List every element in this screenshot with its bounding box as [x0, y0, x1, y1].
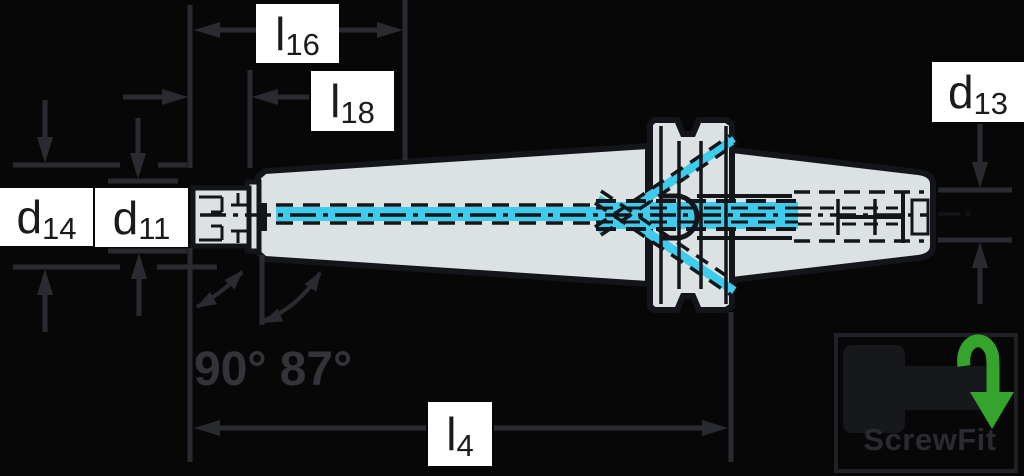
screwfit-wordmark: ScrewFit	[863, 422, 997, 457]
taper-small-dashes	[798, 206, 898, 226]
angle-values: 90° 87°	[194, 346, 352, 394]
taper-end-socket	[910, 198, 930, 236]
label-l4-base: l	[446, 408, 457, 460]
label-d13-base: d	[947, 66, 974, 118]
label-l18-sub: 18	[340, 94, 375, 130]
dimension-arrowheads	[37, 22, 988, 436]
dimensions	[13, 0, 1012, 462]
angle-90: 90°	[194, 343, 267, 396]
logo-holder-silhouette-nose	[898, 366, 988, 410]
dimension-shafts	[42, 27, 983, 431]
logo-holder-silhouette	[843, 345, 905, 433]
label-d14-base: d	[16, 191, 43, 243]
label-l18-base: l	[330, 75, 341, 127]
diameter-limit-lines	[13, 162, 1012, 270]
section-details	[199, 126, 970, 304]
bore-edge-dashes-wide	[596, 199, 798, 231]
extension-lines	[187, 0, 734, 462]
label-l4-sub: 4	[456, 427, 474, 463]
bore-walls	[697, 194, 792, 240]
label-d11-sub: 11	[138, 211, 171, 246]
screwfit-double-arrow-icon	[957, 334, 1000, 394]
nose-thread-lines	[199, 193, 248, 243]
angle-leaders	[196, 270, 322, 323]
label-l16-base: l	[275, 7, 286, 60]
angle-87: 87°	[279, 343, 353, 396]
screwfit-arrowhead-icon	[970, 392, 1014, 429]
label-d11-base: d	[112, 191, 139, 244]
logo-border	[834, 333, 1018, 473]
screwfit-logo	[834, 333, 1018, 473]
diagonal-channel-dashes	[594, 133, 738, 297]
bore-plug	[258, 203, 267, 231]
bore-inner-dashes	[596, 206, 798, 224]
drawbar-center	[838, 191, 905, 243]
label-d13-sub: 13	[973, 85, 1009, 121]
counterbore-cap	[661, 193, 700, 241]
label-l16-sub: 16	[285, 27, 320, 62]
label-d14-sub: 14	[42, 210, 77, 246]
